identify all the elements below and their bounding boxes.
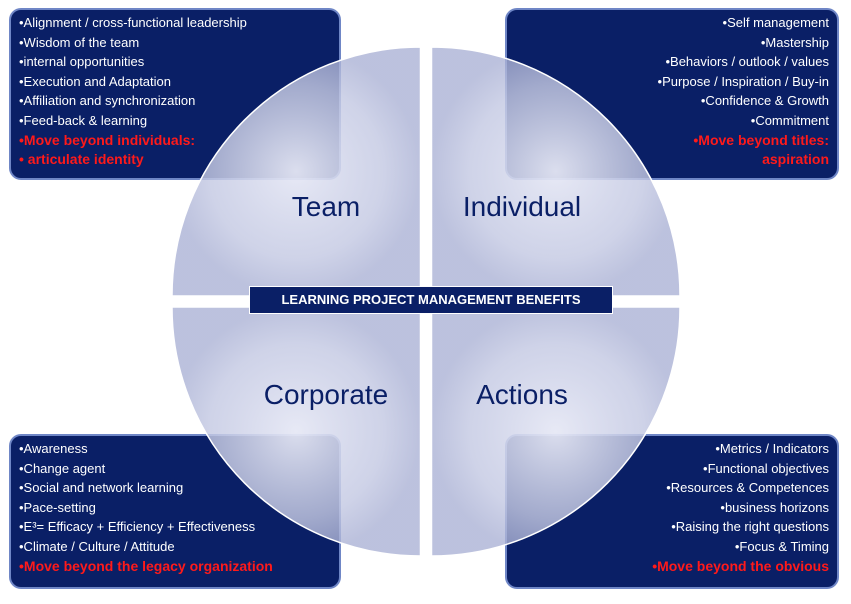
corporate-item-5: •E³= Efficacy + Efficiency + Effectivene… [19,519,256,535]
team-highlight-2: • articulate identity [19,151,144,168]
actions-item-2: •Functional objectives [703,460,829,476]
corporate-box: •Awareness •Change agent •Social and net… [9,434,341,589]
actions-item-6: •Focus & Timing [734,538,829,554]
actions-box: •Metrics / Indicators •Functional object… [505,434,839,589]
actions-label: Actions [476,379,568,410]
team-label: Team [291,191,361,222]
actions-item-1: •Metrics / Indicators [715,441,829,456]
corporate-item-3: •Social and network learning [19,480,184,496]
individual-item-2: •Mastership [760,34,829,50]
corporate-item-2: •Change agent [19,460,106,476]
team-highlight-1: •Move beyond individuals: [19,131,196,148]
individual-item-5: •Confidence & Growth [700,93,829,109]
individual-label: Individual [462,191,582,222]
individual-highlight-2: aspiration [762,151,829,168]
team-item-4: •Execution and Adaptation [19,73,172,89]
team-box: •Alignment / cross-functional leadership… [9,8,341,180]
corporate-highlight-1: •Move beyond the legacy organization [19,557,273,574]
individual-item-4: •Purpose / Inspiration / Buy-in [657,73,829,89]
actions-highlight-1: •Move beyond the obvious [652,557,829,574]
individual-item-6: •Commitment [750,112,829,128]
team-item-2: •Wisdom of the team [19,34,140,50]
individual-item-1: •Self management [722,15,829,30]
individual-highlight-1: •Move beyond titles: [693,131,829,148]
corporate-item-1: •Awareness [19,441,88,456]
individual-item-3: •Behaviors / outlook / values [665,54,829,70]
actions-item-3: •Resources & Competences [666,480,829,496]
title-banner: LEARNING PROJECT MANAGEMENT BENEFITS [249,286,613,314]
actions-item-4: •business horizons [720,499,829,515]
team-item-5: •Affiliation and synchronization [19,93,196,109]
team-item-6: •Feed-back & learning [19,112,148,128]
individual-box: •Self management •Mastership •Behaviors … [505,8,839,180]
team-item-3: •internal opportunities [19,54,145,70]
actions-item-5: •Raising the right questions [671,519,829,535]
team-item-1: •Alignment / cross-functional leadership [19,15,247,30]
corporate-item-4: •Pace-setting [19,499,96,515]
corporate-label: Corporate [263,379,389,410]
corporate-item-6: •Climate / Culture / Attitude [19,538,175,554]
